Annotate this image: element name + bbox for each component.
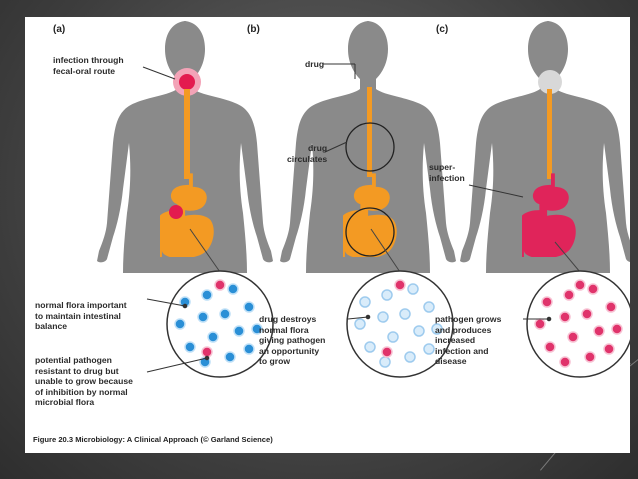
potential-pathogen-label: potential pathogen resistant to drug but… xyxy=(35,355,133,407)
drug-circulates-label: drug circulates xyxy=(287,143,328,164)
panel-b-body xyxy=(280,21,456,273)
drug-destroys-label: drug destroys normal flora giving pathog… xyxy=(259,314,326,366)
flora-circle-c xyxy=(526,270,630,378)
throat-infection-icon xyxy=(179,74,195,90)
panel-label-c: (c) xyxy=(436,24,449,35)
panel-label-b: (b) xyxy=(247,24,260,35)
infection-route-label: infection through fecal-oral route xyxy=(53,55,124,76)
drug-circulation-loop xyxy=(345,122,395,172)
normal-flora-label: normal flora important to maintain intes… xyxy=(35,300,127,331)
figure-slide: (a) (b) (c) infection through fecal-oral… xyxy=(25,17,630,453)
panel-label-a: (a) xyxy=(53,24,66,35)
figure-illustration xyxy=(97,21,630,378)
figure-caption: Figure 20.3 Microbiology: A Clinical App… xyxy=(33,435,273,444)
panel-a-body xyxy=(97,21,273,273)
flora-circle-a xyxy=(166,270,274,378)
leader-lines xyxy=(142,63,552,373)
throat-clear xyxy=(538,70,562,94)
drug-label: drug xyxy=(305,59,325,69)
gut-infection-spot xyxy=(169,205,183,219)
flora-circle-b xyxy=(346,270,454,378)
superinfection-label: super- infection xyxy=(429,162,465,183)
drug-circulation-loop xyxy=(345,207,395,257)
pathogen-grows-label: pathogen grows and produces increased in… xyxy=(435,314,502,366)
panel-c-body xyxy=(460,21,630,273)
